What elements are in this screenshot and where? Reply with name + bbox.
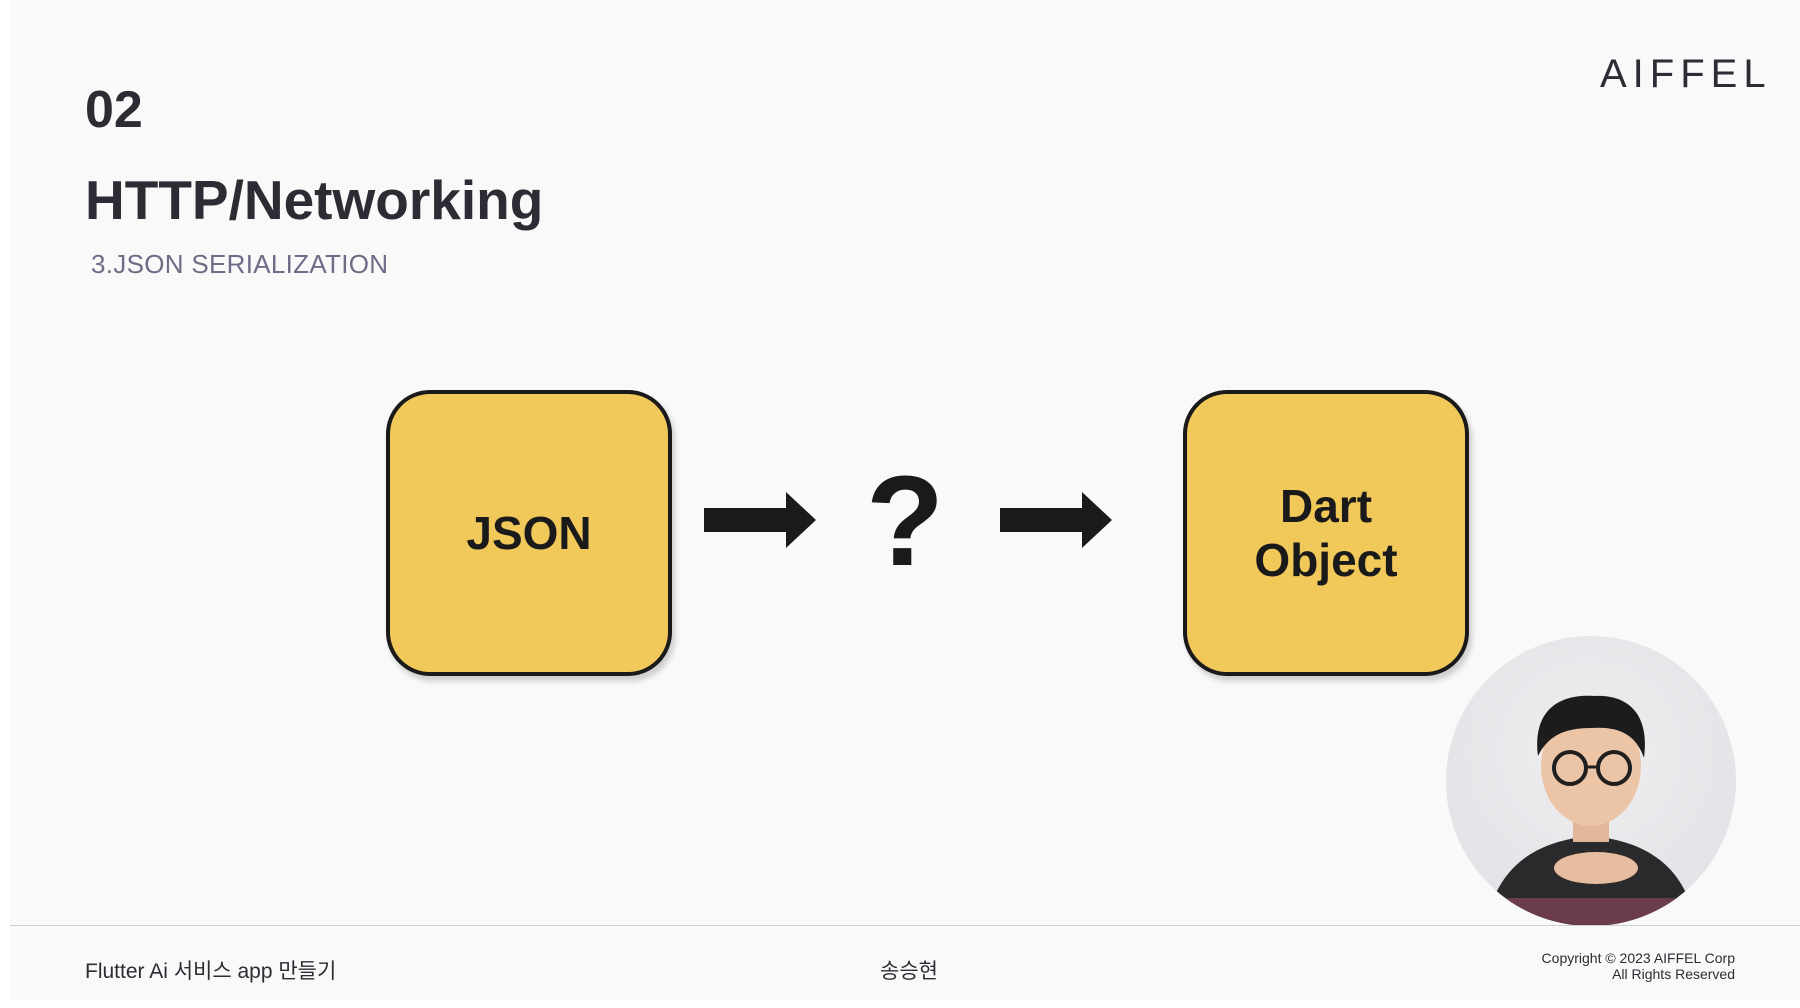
dart-object-box: Dart Object (1183, 390, 1469, 676)
footer-copyright: Copyright © 2023 AIFFEL Corp All Rights … (1542, 950, 1735, 982)
question-mark: ? (865, 450, 945, 593)
json-box-label: JSON (466, 507, 592, 559)
slide-title: HTTP/Networking (85, 169, 544, 231)
json-box: JSON (386, 390, 672, 676)
copyright-line-2: All Rights Reserved (1612, 966, 1735, 982)
aiffel-logo: AIFFEL (1600, 52, 1772, 96)
presenter-avatar-icon (1486, 695, 1696, 926)
footer-course-title: Flutter Ai 서비스 app 만들기 (85, 960, 337, 983)
dart-object-box-line-1: Dart (1279, 480, 1373, 532)
dart-object-box-label: Dart Object (1254, 479, 1397, 587)
right-arrow-icon (704, 492, 816, 548)
slide: 02 HTTP/Networking 3.JSON SERIALIZATION … (10, 0, 1800, 1000)
right-arrow-icon (1000, 492, 1112, 548)
footer-presenter-name: 송승현 (880, 960, 938, 983)
footer-divider (10, 925, 1800, 926)
slide-subtitle: 3.JSON SERIALIZATION (91, 249, 389, 279)
copyright-line-1: Copyright © 2023 AIFFEL Corp (1541, 950, 1735, 966)
section-number: 02 (85, 81, 143, 139)
presenter-video (1446, 636, 1736, 926)
dart-object-box-line-2: Object (1254, 534, 1398, 586)
